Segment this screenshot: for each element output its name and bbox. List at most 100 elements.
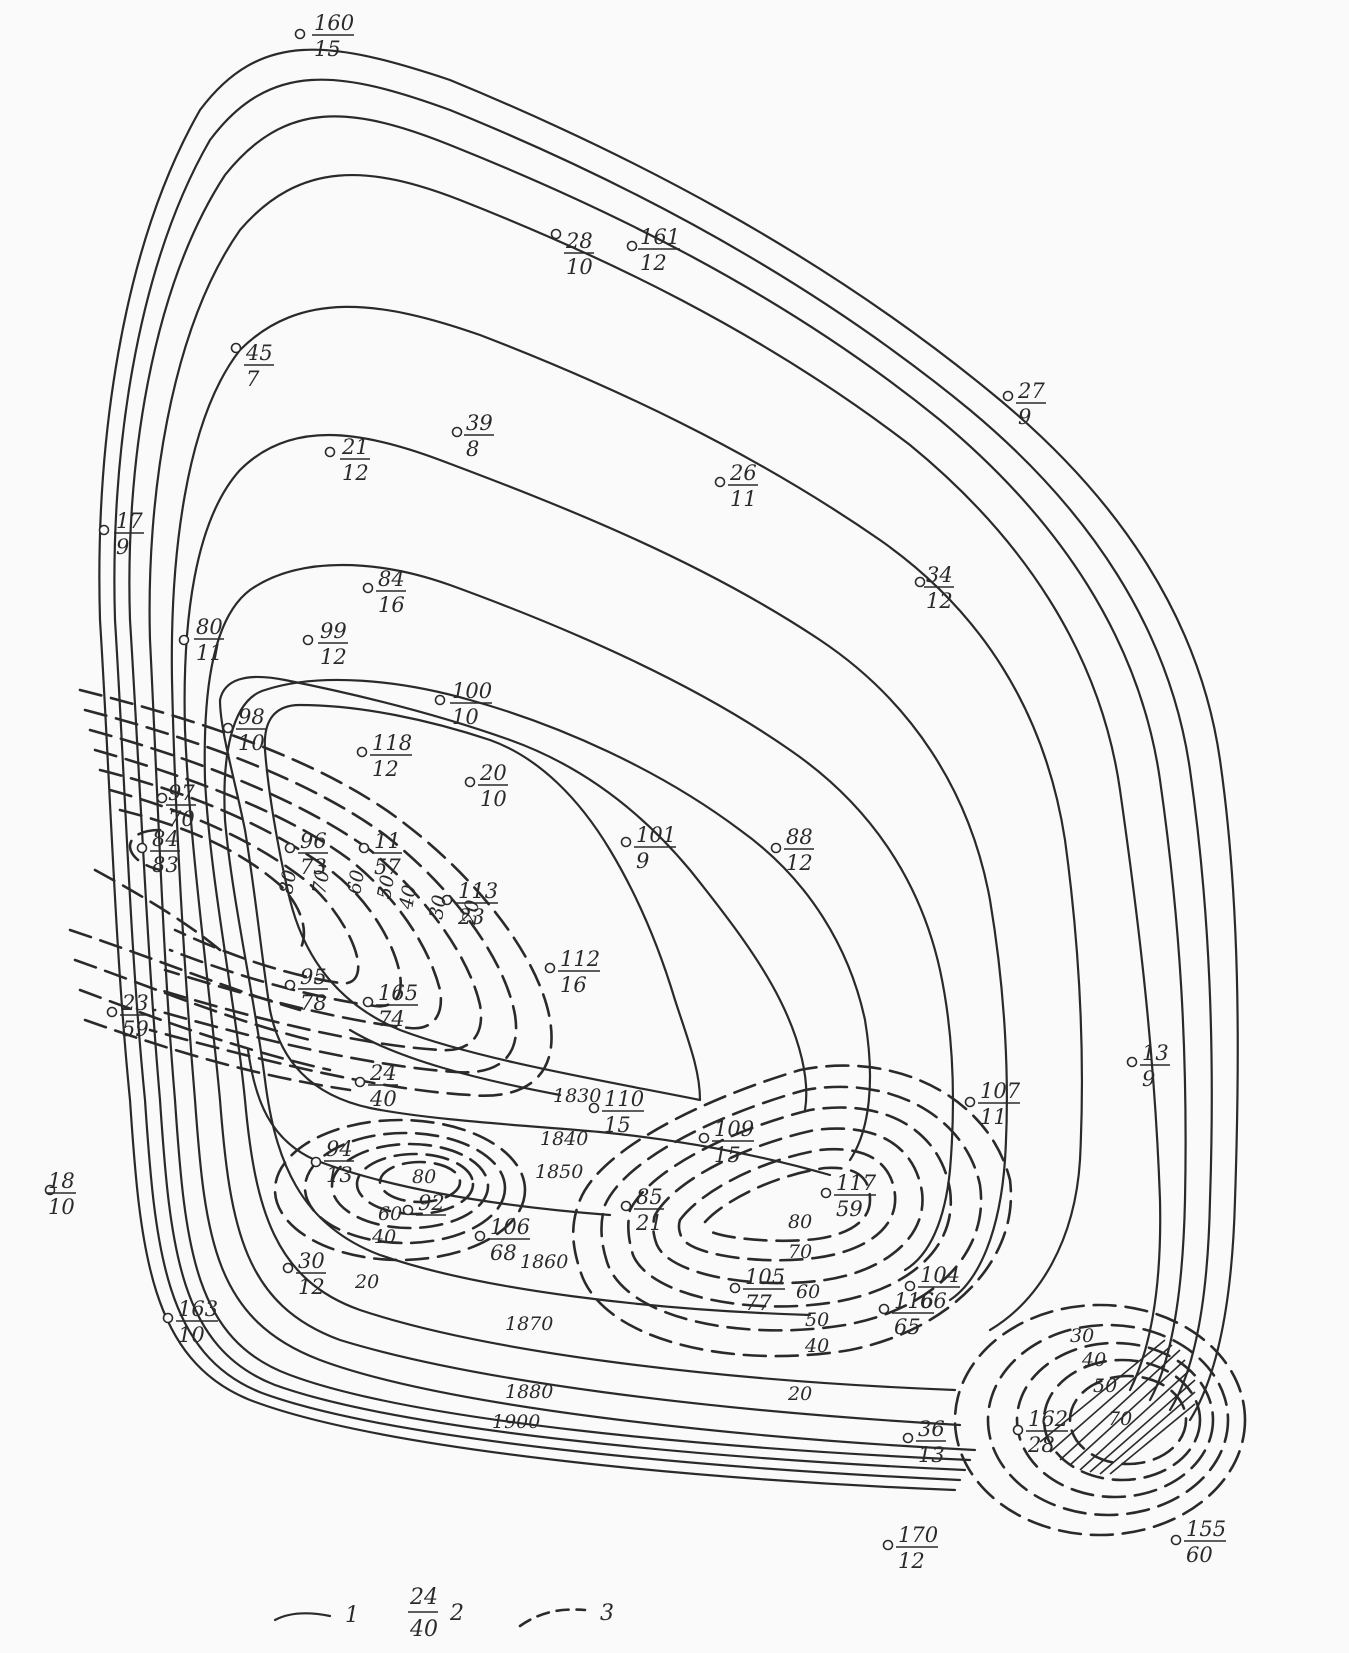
well-bottom-value: 77 [745,1291,772,1315]
thickness-contour [128,828,162,872]
thickness-contour [68,928,302,1012]
well-top-value: 80 [196,615,223,639]
well-bottom-value: 66 [920,1289,947,1313]
well-marker [354,1076,366,1088]
thickness-contour [651,1127,924,1285]
well: 457 [230,341,274,391]
thickness-contour [118,808,306,952]
thickness-contour [93,748,443,1030]
well-marker [441,894,453,906]
well-bottom-value: 12 [640,251,667,275]
contour-label: 1840 [540,1128,588,1150]
well-marker [1002,390,1014,402]
well-bottom-value: 9 [636,849,649,873]
well-marker [302,634,314,646]
well-bottom-value: 12 [342,461,369,485]
well-top-value: 105 [745,1265,785,1289]
well-marker [620,836,632,848]
well-top-value: 100 [452,679,492,703]
thickness-contour [98,768,402,1008]
contour-label: 80 [412,1166,436,1188]
fault-hatching [1039,1339,1196,1475]
well-top-value: 94 [326,1137,353,1161]
well-bottom-value: 16 [378,593,405,617]
well-bottom-value: 15 [604,1113,631,1137]
contour-labels: 1830 1840 1850 1860 1870 1880 1900 80 70… [275,868,1132,1433]
well-marker [98,524,110,536]
well-marker [914,576,926,588]
well-bottom-value: 68 [490,1241,517,1265]
well-top-value: 112 [560,947,600,971]
well-marker [136,842,148,854]
well-marker [544,962,556,974]
legend-sample-top: 24 [409,1585,438,1610]
structure-contour [223,678,872,1317]
structure-contour [148,174,1162,1462]
contour-label: 1870 [505,1313,553,1335]
well-marker [1170,1534,1182,1546]
well-top-value: 104 [920,1263,960,1287]
well-top-value: 36 [918,1417,945,1441]
well-bottom-value: 10 [452,705,479,729]
well-top-value: 155 [1186,1517,1226,1541]
well: 279 [1002,379,1046,429]
well-top-value: 30 [298,1249,325,1273]
well-marker [588,1102,600,1114]
thickness-contour [78,688,553,1098]
well-marker [282,1262,294,1274]
thickness-contour [355,1152,475,1216]
well-top-value: 109 [714,1117,754,1141]
contour-label: 1880 [505,1381,553,1403]
well-marker [222,722,234,734]
contour-label: 70 [788,1241,812,1263]
thickness-contour [627,1106,953,1308]
contour-label: 80 [788,1211,812,1233]
well-bottom-value: 13 [918,1443,945,1467]
contour-label: 60 [343,868,369,896]
well-top-value: 24 [369,1061,397,1085]
thickness-contour [73,958,312,1042]
well-top-value: 28 [565,229,593,253]
contour-label: 1900 [492,1411,540,1433]
well-top-value: 106 [490,1215,530,1239]
well-marker [356,746,368,758]
contour-label: 30 [425,893,451,921]
well-marker [294,28,306,40]
thickness-contour [83,708,518,1074]
thickness-contour [273,1118,527,1262]
legend-item-1-label: 1 [345,1603,359,1628]
contour-label: 1860 [520,1251,568,1273]
thickness-contours [68,688,1247,1537]
well-top-value: 97 [168,781,195,805]
well-marker [1126,1056,1138,1068]
well-marker [464,776,476,788]
well-bottom-value: 10 [566,255,593,279]
well-marker [324,446,336,458]
thickness-contour [677,1147,897,1262]
well-bottom-value: 59 [122,1017,149,1041]
structure-contour [113,78,1213,1482]
well-marker [362,582,374,594]
thickness-contour [88,728,483,1052]
contour-label: 50 [805,1309,829,1331]
well-bottom-value: 11 [196,641,223,665]
well-bottom-value: 59 [836,1197,863,1221]
contour-label: 40 [804,1335,829,1357]
